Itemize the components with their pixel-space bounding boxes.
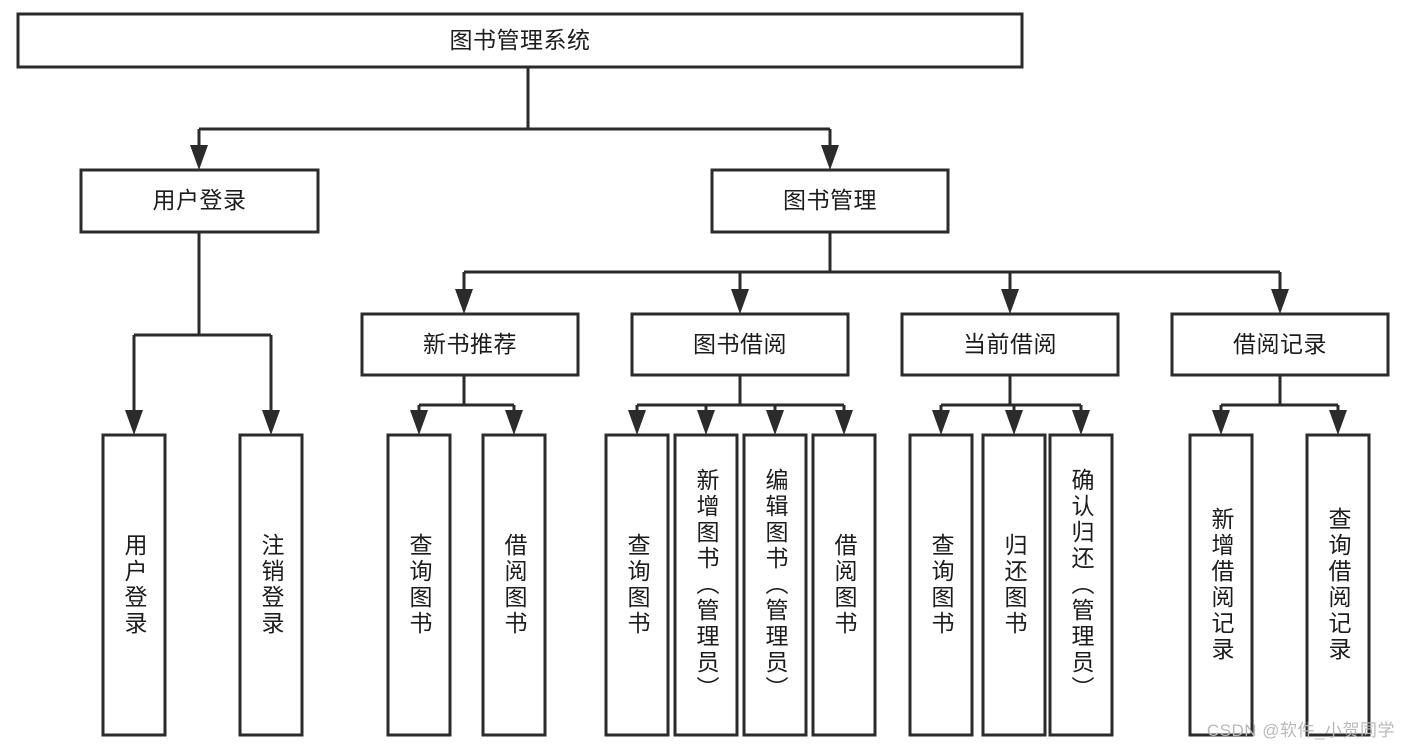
node-box-user-login[interactable] xyxy=(79,168,320,234)
arrow-to-leaf-confirm-return-admin xyxy=(1072,410,1090,435)
edge-root-bus xyxy=(197,67,832,148)
edge-current-borrow-bus xyxy=(939,375,1083,413)
node-box-leaf-edit-book-admin[interactable] xyxy=(742,433,808,737)
node-box-leaf-query-book-a[interactable] xyxy=(386,433,452,737)
arrow-to-leaf-query-book-a xyxy=(410,410,428,435)
arrow-to-leaf-return-book xyxy=(1005,410,1023,435)
node-box-leaf-logout[interactable] xyxy=(238,433,304,737)
edge-user-login-bus xyxy=(132,232,273,413)
arrow-root-to-book-management xyxy=(821,145,839,170)
node-box-book-borrow[interactable] xyxy=(630,312,850,377)
node-box-leaf-user-login[interactable] xyxy=(101,433,167,737)
node-box-leaf-borrow-book-b[interactable] xyxy=(811,433,877,737)
node-box-leaf-return-book[interactable] xyxy=(981,433,1047,737)
arrow-to-leaf-user-login xyxy=(125,410,143,435)
node-box-leaf-query-borrow-record[interactable] xyxy=(1305,433,1371,737)
edge-new-book-recommend-bus xyxy=(417,375,516,413)
node-box-leaf-query-book-b[interactable] xyxy=(604,433,670,737)
node-box-new-book-recommend[interactable] xyxy=(360,312,580,377)
arrow-to-book-borrow xyxy=(731,289,749,314)
arrow-to-leaf-query-book-b xyxy=(628,410,646,435)
arrow-to-current-borrow xyxy=(1001,289,1019,314)
arrow-root-to-user-login xyxy=(190,145,208,170)
csdn-watermark: CSDN @软件_小贺同学 xyxy=(1206,721,1395,740)
arrow-to-leaf-query-borrow-record xyxy=(1329,410,1347,435)
edge-book-borrow-bus xyxy=(635,375,846,413)
node-box-leaf-borrow-book-a[interactable] xyxy=(481,433,547,737)
arrow-to-leaf-add-book-admin xyxy=(697,410,715,435)
node-box-book-management[interactable] xyxy=(710,168,950,234)
edge-borrow-record-bus xyxy=(1219,375,1340,413)
arrow-to-leaf-query-book-c xyxy=(932,410,950,435)
node-box-leaf-query-book-c[interactable] xyxy=(908,433,974,737)
arrow-to-borrow-record xyxy=(1271,289,1289,314)
node-box-leaf-add-book-admin[interactable] xyxy=(673,433,739,737)
edge-book-management-bus xyxy=(462,232,1282,292)
node-box-borrow-record[interactable] xyxy=(1170,312,1390,377)
arrow-to-leaf-edit-book-admin xyxy=(766,410,784,435)
arrow-to-new-book-recommend xyxy=(455,289,473,314)
arrow-to-leaf-borrow-book-a xyxy=(505,410,523,435)
node-box-leaf-confirm-return-admin[interactable] xyxy=(1048,433,1114,737)
arrow-to-leaf-borrow-book-b xyxy=(835,410,853,435)
arrow-to-leaf-logout xyxy=(262,410,280,435)
arrow-to-leaf-add-borrow-record xyxy=(1212,410,1230,435)
node-box-leaf-add-borrow-record[interactable] xyxy=(1188,433,1254,737)
node-box-root[interactable] xyxy=(16,12,1024,69)
node-box-current-borrow[interactable] xyxy=(900,312,1120,377)
